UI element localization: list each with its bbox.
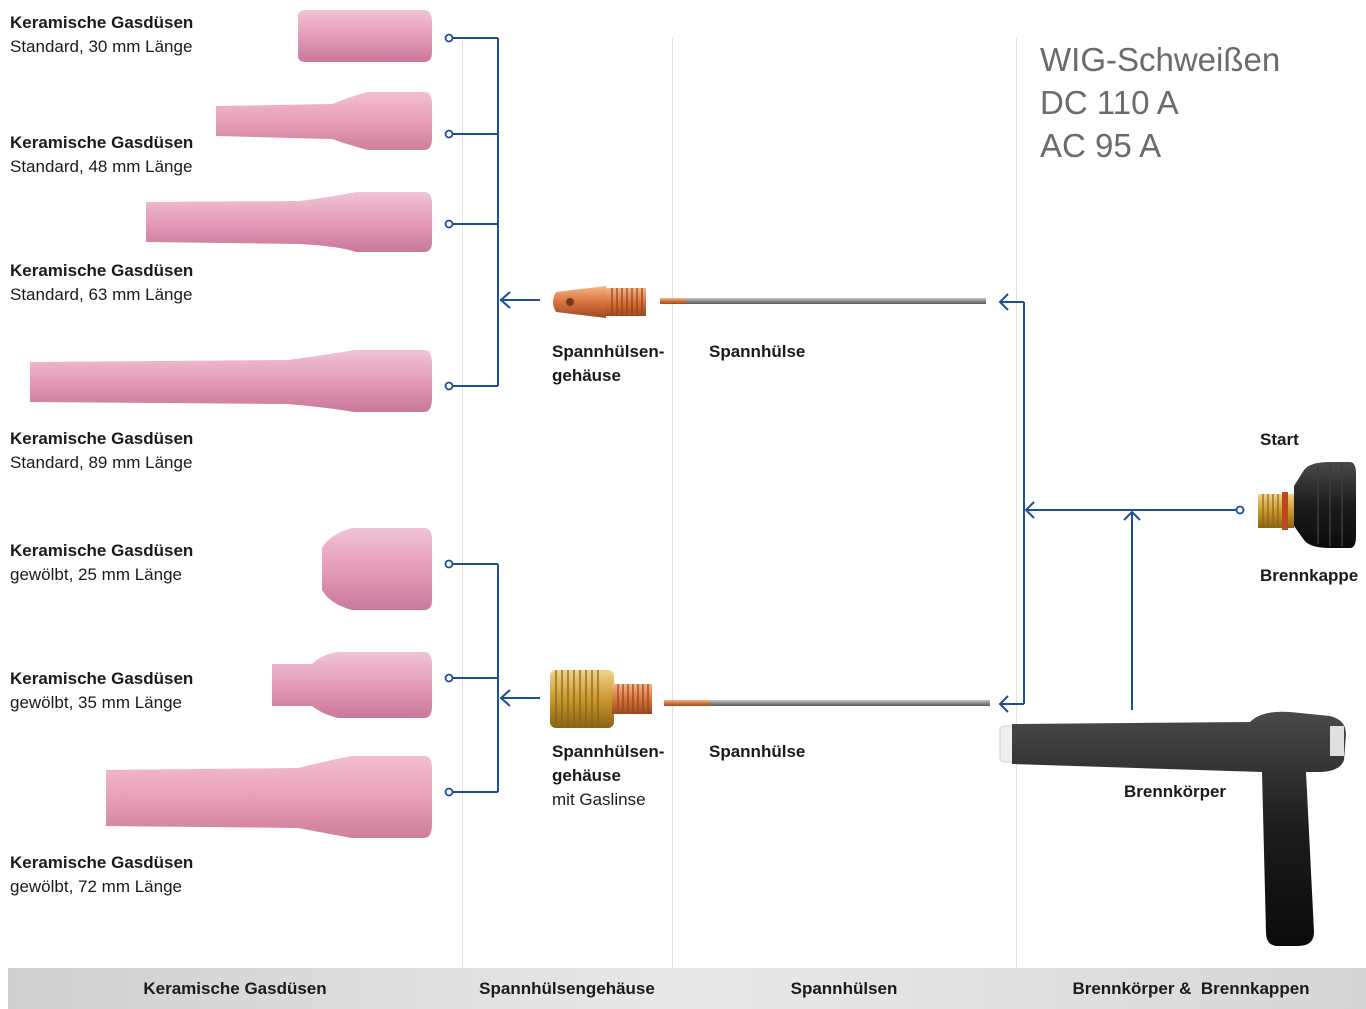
- torch-cap: [1258, 462, 1356, 548]
- nozzle-domed-25mm: [322, 528, 432, 610]
- nozzle-domed-35mm: [272, 652, 432, 718]
- label-line: Spannhülsen-: [552, 742, 665, 761]
- connector-dot: [444, 787, 454, 797]
- nozzle-label: Keramische Gasdüsen Standard, 30 mm Läng…: [10, 11, 193, 59]
- label-line: gehäuse: [552, 366, 621, 385]
- nozzle-label: Keramische Gasdüsen Standard, 89 mm Läng…: [10, 427, 193, 475]
- nozzle-spec: Standard, 30 mm Länge: [10, 37, 193, 56]
- nozzle-label: Keramische Gasdüsen gewölbt, 35 mm Länge: [10, 667, 193, 715]
- top-connector: [452, 37, 540, 387]
- connector-dot: [444, 219, 454, 229]
- nozzle-domed-72mm: [106, 756, 432, 838]
- nozzle-label: Keramische Gasdüsen gewölbt, 72 mm Länge: [10, 851, 193, 899]
- nozzle-spec: gewölbt, 72 mm Länge: [10, 877, 182, 896]
- nozzle-spec: Standard, 48 mm Länge: [10, 157, 193, 176]
- torch-connector: [998, 293, 1238, 713]
- page-title: WIG-Schweißen DC 110 A AC 95 A: [1040, 38, 1280, 167]
- nozzle-name: Keramische Gasdüsen: [10, 853, 194, 872]
- title-line: WIG-Schweißen: [1040, 41, 1281, 78]
- bottom-connector: [452, 563, 540, 793]
- connector-dot: [444, 559, 454, 569]
- collet-body-label: Spannhülsen- gehäuse: [552, 340, 664, 388]
- title-line: DC 110 A: [1040, 84, 1179, 121]
- collet-body-gas-lens: [550, 670, 652, 728]
- footer-section-collet-bodies: Spannhülsengehäuse: [479, 978, 655, 998]
- label-line: mit Gaslinse: [552, 790, 646, 809]
- nozzle-standard-89mm: [30, 350, 432, 412]
- cap-start-label: Start: [1260, 430, 1299, 449]
- collet-label: Spannhülse: [709, 742, 806, 761]
- connector-dot: [444, 129, 454, 139]
- collet-rod-2: [664, 700, 990, 706]
- nozzle-label: Keramische Gasdüsen Standard, 63 mm Läng…: [10, 259, 193, 307]
- torch-body: [999, 711, 1346, 946]
- nozzle-standard-30mm: [298, 10, 432, 62]
- section-divider: [462, 38, 463, 968]
- collet-body-copper: [553, 286, 646, 318]
- connector-dot: [444, 673, 454, 683]
- collet-rod-1: [660, 298, 986, 304]
- nozzle-name: Keramische Gasdüsen: [10, 669, 194, 688]
- label-line: Spannhülsen-: [552, 342, 665, 361]
- nozzle-spec: gewölbt, 25 mm Länge: [10, 565, 182, 584]
- nozzle-name: Keramische Gasdüsen: [10, 541, 194, 560]
- nozzle-label: Keramische Gasdüsen Standard, 48 mm Läng…: [10, 131, 193, 179]
- nozzle-name: Keramische Gasdüsen: [10, 13, 194, 32]
- collet-body-gas-lens-label: Spannhülsen- gehäuse mit Gaslinse: [552, 740, 664, 812]
- nozzle-spec: Standard, 63 mm Länge: [10, 285, 193, 304]
- connector-dot: [444, 381, 454, 391]
- cap-label: Brennkappe: [1260, 566, 1359, 585]
- nozzle-standard-63mm: [146, 192, 432, 252]
- nozzle-spec: Standard, 89 mm Länge: [10, 453, 193, 472]
- footer-section-torch: Brennkörper & Brennkappen: [1072, 978, 1310, 998]
- footer-band: [8, 968, 1366, 1009]
- connector-dot: [1235, 505, 1245, 515]
- nozzle-label: Keramische Gasdüsen gewölbt, 25 mm Länge: [10, 539, 193, 587]
- footer-section-collets: Spannhülsen: [790, 978, 898, 998]
- nozzle-name: Keramische Gasdüsen: [10, 261, 194, 280]
- collet-label: Spannhülse: [709, 342, 806, 361]
- title-line: AC 95 A: [1040, 127, 1162, 164]
- nozzle-name: Keramische Gasdüsen: [10, 133, 194, 152]
- footer-section-nozzles: Keramische Gasdüsen: [143, 978, 327, 998]
- section-divider: [1016, 38, 1017, 968]
- connector-dot: [444, 33, 454, 43]
- nozzle-name: Keramische Gasdüsen: [10, 429, 194, 448]
- label-line: gehäuse: [552, 766, 621, 785]
- nozzle-spec: gewölbt, 35 mm Länge: [10, 693, 182, 712]
- nozzle-standard-48mm: [216, 92, 432, 150]
- section-divider: [672, 38, 673, 968]
- torch-body-label: Brennkörper: [1124, 782, 1227, 801]
